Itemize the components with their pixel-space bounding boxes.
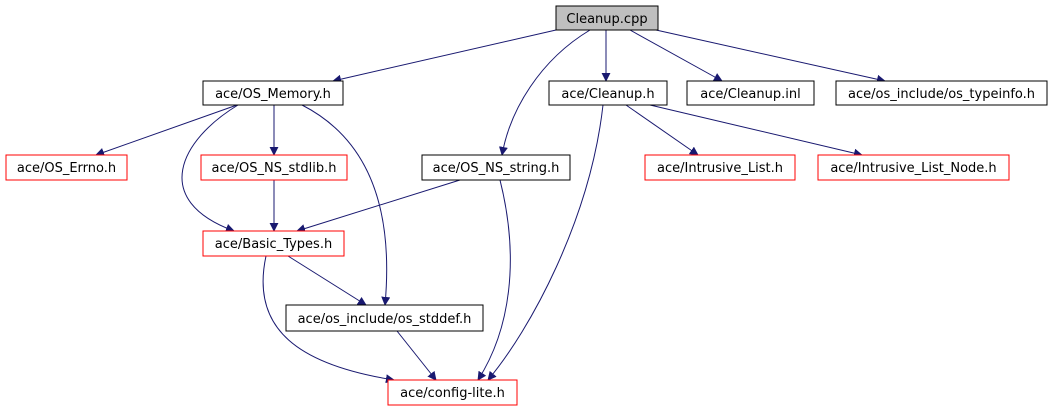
edge-os-memory-h-to-basic-types-h [181, 104, 239, 233]
edge-cleanup-cpp-to-cleanup-inl [629, 29, 723, 82]
node-label: ace/Basic_Types.h [215, 237, 332, 252]
edge-basic-types-h-to-os-stddef-h [287, 255, 367, 306]
node-intrusive-list-h[interactable]: ace/Intrusive_List.h [644, 154, 796, 181]
node-os-ns-stdlib-h[interactable]: ace/OS_NS_stdlib.h [200, 154, 348, 181]
edge-cleanup-cpp-to-os-memory-h [332, 29, 557, 84]
edge-os-ns-string-h-to-basic-types-h [296, 179, 461, 233]
edge-cleanup-h-to-intrusive-list-h [625, 104, 699, 156]
node-label: ace/OS_Errno.h [17, 161, 116, 176]
node-label: Cleanup.cpp [566, 12, 647, 27]
node-cleanup-inl[interactable]: ace/Cleanup.inl [686, 80, 815, 106]
node-label: ace/os_include/os_typeinfo.h [848, 87, 1035, 102]
node-os-errno-h[interactable]: ace/OS_Errno.h [5, 154, 128, 181]
edge-cleanup-h-to-intrusive-list-node-h [649, 104, 863, 158]
edge-os-stddef-h-to-config-lite-h [396, 330, 437, 381]
edge-os-memory-h-to-os-errno-h [95, 104, 238, 157]
node-label: ace/Cleanup.h [561, 87, 654, 102]
node-label: ace/Intrusive_List_Node.h [830, 161, 996, 176]
node-os-typeinfo-h[interactable]: ace/os_include/os_typeinfo.h [835, 80, 1048, 106]
node-label: ace/OS_NS_stdlib.h [212, 161, 337, 176]
node-label: ace/OS_Memory.h [215, 87, 331, 102]
node-label: ace/Intrusive_List.h [657, 161, 783, 176]
node-os-stddef-h[interactable]: ace/os_include/os_stddef.h [285, 304, 484, 332]
node-label: ace/config-lite.h [400, 386, 505, 401]
node-cleanup-cpp[interactable]: Cleanup.cpp [555, 5, 659, 31]
node-basic-types-h[interactable]: ace/Basic_Types.h [202, 230, 345, 257]
edge-os-ns-string-h-to-config-lite-h [477, 179, 511, 381]
node-os-memory-h[interactable]: ace/OS_Memory.h [202, 80, 344, 106]
node-intrusive-list-node-h[interactable]: ace/Intrusive_List_Node.h [817, 154, 1010, 181]
node-os-ns-string-h[interactable]: ace/OS_NS_string.h [421, 154, 571, 181]
node-config-lite-h[interactable]: ace/config-lite.h [387, 379, 518, 406]
edge-cleanup-h-to-config-lite-h [487, 104, 604, 381]
node-cleanup-h[interactable]: ace/Cleanup.h [548, 80, 668, 106]
edges [95, 29, 886, 384]
node-label: ace/Cleanup.inl [700, 87, 800, 102]
edge-cleanup-cpp-to-os-ns-string-h [498, 29, 591, 156]
nodes: Cleanup.cpp ace/OS_Memory.h ace/Cleanup.… [5, 5, 1048, 406]
node-label: ace/os_include/os_stddef.h [298, 312, 472, 327]
edge-basic-types-h-to-config-lite-h [262, 255, 395, 384]
edge-os-memory-h-to-os-stddef-h [301, 104, 391, 306]
edge-cleanup-cpp-to-os-typeinfo-h [655, 29, 886, 84]
node-label: ace/OS_NS_string.h [433, 161, 560, 176]
